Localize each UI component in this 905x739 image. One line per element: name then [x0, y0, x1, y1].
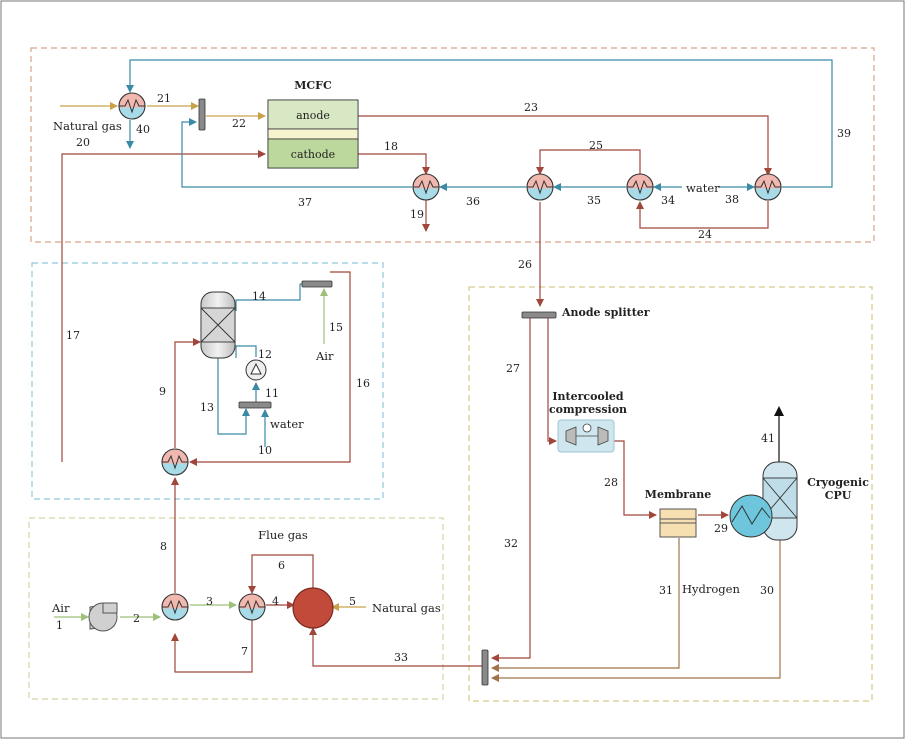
stream-22: 22: [232, 117, 246, 130]
stream-7: 7: [241, 645, 248, 658]
cryogenic-label-1: Cryogenic: [807, 476, 869, 489]
combustor: [292, 587, 334, 629]
stream-6: 6: [278, 559, 285, 572]
intercooled-label-1: Intercooled: [552, 390, 624, 403]
stream-23: 23: [524, 101, 538, 114]
stream-37: 37: [298, 196, 312, 209]
stream-10: 10: [258, 444, 272, 457]
hx-2: [161, 593, 189, 621]
cathode-label: cathode: [291, 148, 335, 161]
hx-34: [626, 173, 654, 201]
stream-1: 1: [56, 619, 63, 632]
input-labels: Natural gas water Air water Air Natural …: [51, 119, 740, 615]
stream-27: 27: [506, 362, 520, 375]
stream-16: 16: [356, 377, 370, 390]
capture-region: [468, 286, 873, 702]
stream-32: 32: [504, 537, 518, 550]
pump: [245, 359, 267, 381]
stream-2: 2: [133, 612, 140, 625]
absorber-column: [200, 291, 236, 359]
stream-41: 41: [761, 432, 775, 445]
air-compressor: [88, 602, 118, 632]
cryogenic-label-2: CPU: [825, 489, 852, 502]
air-bottom-label: Air: [51, 601, 70, 615]
stream-lines: [54, 59, 833, 682]
stream-28: 28: [604, 476, 618, 489]
hydrogen-label: Hydrogen: [682, 582, 740, 596]
combustion-region: [28, 517, 444, 700]
stream-33: 33: [394, 651, 408, 664]
stream-19: 19: [410, 208, 424, 221]
cleanup-region: [31, 262, 384, 500]
membrane-unit: [659, 508, 697, 538]
stream-29: 29: [714, 522, 728, 535]
stream-38: 38: [725, 193, 739, 206]
membrane-label: Membrane: [645, 488, 711, 501]
stream-36: 36: [466, 195, 480, 208]
mixers: [198, 98, 557, 686]
stream-13: 13: [200, 401, 214, 414]
stream-34: 34: [661, 194, 675, 207]
anode-splitter-label: Anode splitter: [561, 306, 650, 319]
stream-14: 14: [252, 290, 266, 303]
air-mid-label: Air: [315, 349, 334, 363]
stream-35: 35: [587, 194, 601, 207]
natural-gas-bottom-label: Natural gas: [372, 601, 441, 615]
stream-25: 25: [589, 139, 603, 152]
water-top-label: water: [686, 181, 720, 195]
hx-17: [161, 448, 189, 476]
stream-4: 4: [272, 595, 279, 608]
stream-18: 18: [384, 140, 398, 153]
stream-9: 9: [159, 385, 166, 398]
cryogenic-cpu: [729, 461, 798, 541]
stream-40: 40: [136, 123, 150, 136]
hx-36: [526, 173, 554, 201]
stream-21: 21: [157, 92, 171, 105]
intercooled-compression-unit: [557, 419, 615, 453]
intercooled-label-2: compression: [549, 403, 627, 416]
stream-24: 24: [698, 228, 712, 241]
hx-38: [754, 173, 782, 201]
stream-15: 15: [329, 321, 343, 334]
hx-19: [412, 173, 440, 201]
hx-4: [238, 593, 266, 621]
hx-40: [118, 92, 146, 120]
stream-11: 11: [265, 387, 279, 400]
stream-5: 5: [349, 595, 356, 608]
mcfc-label: MCFC: [294, 79, 332, 92]
stream-30: 30: [760, 584, 774, 597]
stream-17: 17: [66, 329, 80, 342]
stream-26: 26: [518, 258, 532, 271]
stream-31: 31: [659, 584, 673, 597]
water-mid-label: water: [270, 417, 304, 431]
unit-labels: MCFC anode cathode Anode splitter Interc…: [258, 79, 869, 542]
stream-20: 20: [76, 136, 90, 149]
mcfc-stack: [267, 99, 359, 169]
natural-gas-top-label: Natural gas: [53, 119, 122, 133]
stream-numbers: 1 2 3 4 5 6 7 8 9 10 11 12 13 14 15 16 1…: [56, 92, 851, 664]
stream-3: 3: [206, 595, 213, 608]
mcfc-region: [30, 47, 875, 243]
heat-exchangers: [118, 92, 782, 621]
flue-gas-label: Flue gas: [258, 528, 308, 542]
stream-12: 12: [258, 348, 272, 361]
stream-8: 8: [160, 540, 167, 553]
anode-label: anode: [296, 109, 330, 122]
stream-39: 39: [837, 127, 851, 140]
